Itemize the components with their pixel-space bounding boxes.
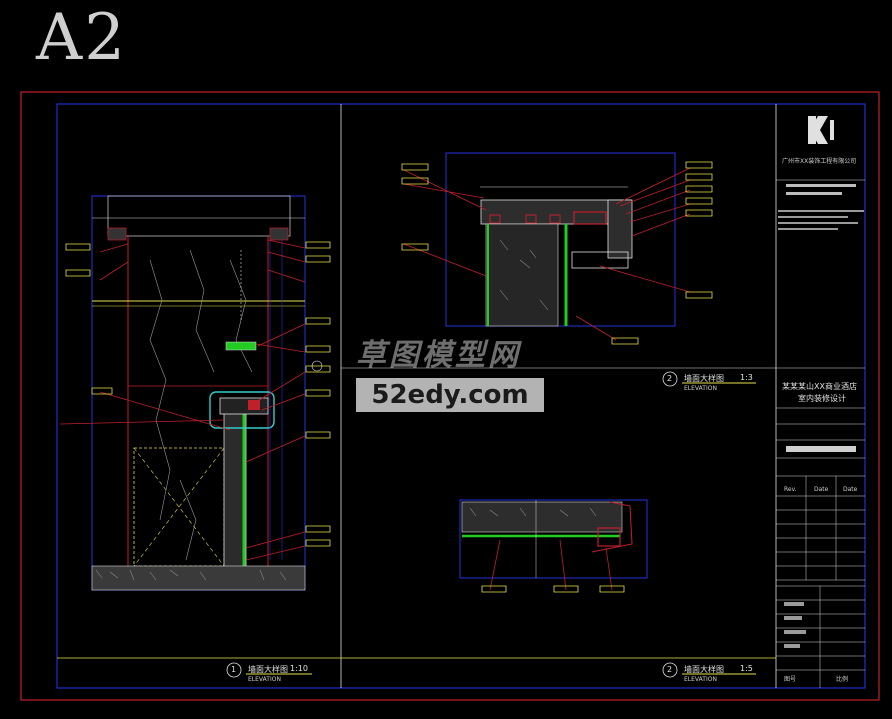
- title-block: [776, 179, 865, 688]
- view-title-marker-1: [226, 662, 312, 678]
- inner-frame: [56, 103, 866, 689]
- view-title-marker-2: [662, 371, 756, 387]
- view-3-title: 墙面大样图: [684, 665, 724, 674]
- company-logo: [808, 116, 834, 144]
- view-2-number: 2: [667, 374, 673, 383]
- company-name: 广州市XX装饰工程有限公司: [782, 158, 857, 165]
- view-2-subtitle: ELEVATION: [684, 385, 717, 392]
- watermark-text: 草图模型网: [356, 338, 521, 373]
- view-1-subtitle: ELEVATION: [248, 676, 281, 683]
- callout-detail-box: [209, 391, 275, 429]
- scale-label: 比例: [836, 676, 849, 683]
- detail-view-3: [459, 499, 648, 593]
- rev-header-3: Date: [843, 486, 858, 493]
- elevation-view-1: [59, 195, 331, 591]
- view-title-marker-3: [662, 662, 756, 678]
- view-1-scale: 1:10: [290, 664, 308, 673]
- view-2-title: 墙面大样图: [684, 374, 724, 383]
- project-name-line1: 某某某山XX商业酒店: [782, 382, 857, 391]
- watermark-url: 52edy.com: [356, 378, 544, 412]
- view-2-scale: 1:3: [740, 373, 753, 382]
- view-3-scale: 1:5: [740, 664, 753, 673]
- rev-header-2: Date: [814, 486, 829, 493]
- project-name-line2: 室内装修设计: [798, 394, 846, 403]
- view-3-subtitle: ELEVATION: [684, 676, 717, 683]
- view-3-number: 2: [667, 665, 673, 674]
- sheet-number-label: 图号: [784, 676, 797, 683]
- view-1-number: 1: [231, 665, 237, 674]
- outer-border: [20, 91, 880, 701]
- view-1-title: 墙面大样图: [248, 665, 288, 674]
- rev-header-1: Rev.: [784, 486, 797, 493]
- sheet-label: A2: [36, 1, 127, 75]
- detail-view-2: [401, 152, 713, 345]
